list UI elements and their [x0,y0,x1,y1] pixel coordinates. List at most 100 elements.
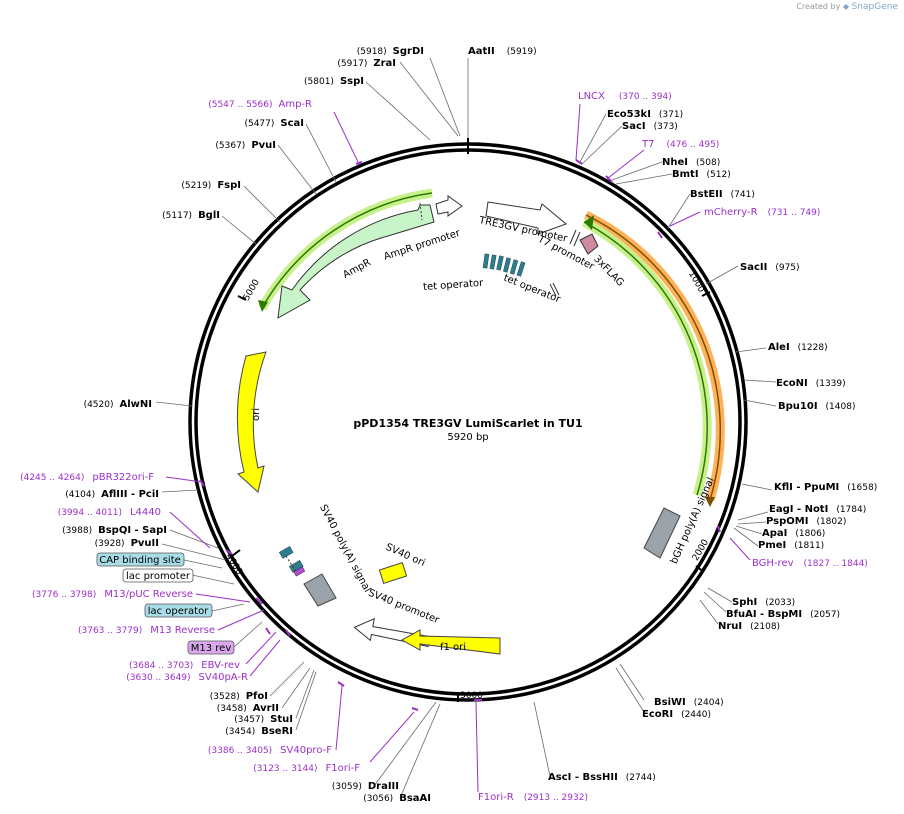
primer-f1ori-r[interactable]: F1ori-R(2913 .. 2932) [478,792,588,803]
primer-bgh-rev[interactable]: BGH-rev(1827 .. 1844) [752,558,868,569]
site-fspi[interactable]: (5219)FspI [181,180,241,191]
site-bfuai-bspmi[interactable]: BfuAI - BspMI(2057) [726,609,840,620]
site-aatii[interactable]: AatII(5919) [468,46,537,57]
credit-prefix: Created by [796,2,841,11]
site-econi[interactable]: EcoNI(1339) [776,378,846,389]
3xflag-marker [579,233,599,255]
tag-m13-rev[interactable] [187,640,235,655]
site-bsiwi[interactable]: BsiWI(2404) [654,697,724,708]
site-pvui[interactable]: (5367)PvuI [215,140,276,151]
site-bgli[interactable]: (5117)BglI [162,210,220,221]
tet-operator-block [482,253,526,277]
site-sphi[interactable]: SphI(2033) [732,597,795,608]
primer-sv40pro-f[interactable]: (3386 .. 3405)SV40pro-F [208,745,332,756]
primer-mcherry-r[interactable]: mCherry-R(731 .. 749) [704,207,820,218]
plasmid-size: 5920 bp [447,432,488,443]
primer-l4440[interactable]: (3994 .. 4011)L4440 [58,507,161,518]
site-bseri[interactable]: (3454)BseRI [225,726,293,737]
site-scai[interactable]: (5477)ScaI [244,118,304,129]
primer-ebv-rev[interactable]: (3684 .. 3703)EBV-rev [129,660,240,671]
site-kfli-ppumi[interactable]: KflI - PpuMI(1658) [774,482,877,493]
site-draiii[interactable]: (3059)DraIII [332,781,399,792]
ori-arrow [236,351,267,493]
ampr-arrow-divider [419,202,423,221]
plasmid-name: pPD1354 TRE3GV LumiScarlet in TU1 [353,417,582,430]
bgh-polya-marker [643,507,681,559]
ampr-outer-arc-line [261,192,433,309]
primer-m13-reverse[interactable]: (3763 .. 3779)M13 Reverse [78,625,215,636]
primer-marks [199,159,721,711]
site-eco53ki[interactable]: Eco53kI(371) [607,109,683,120]
site-avrii[interactable]: (3458)AvrII [217,703,279,714]
site-saci[interactable]: SacI(373) [622,121,678,132]
sv40-ori-block [378,562,408,584]
ampr-outer-arrowhead [258,300,268,312]
site-sgrdi[interactable]: (5918)SgrDI [357,46,424,57]
tag-cap-binding-site[interactable] [96,552,185,567]
site-leader-lines [155,57,777,799]
tag-lac-promoter-label: lac promoter [126,571,191,582]
mcherry-arc-line [585,214,721,501]
tick-label-3000: 3000 [460,691,483,701]
tag-cap-binding-site-label: CAP binding site [99,555,181,566]
feature-label-tet-operator-1: tet operator [423,278,485,293]
site-pspomi[interactable]: PspOMI(1802) [766,516,846,527]
primer-t7[interactable]: T7(476 .. 495) [641,139,719,150]
site-bmti[interactable]: BmtI(512) [672,169,731,180]
site-afliii-pcii[interactable]: (4104)AflIII - PciI [65,489,159,500]
mcherry-arrowhead [705,497,715,507]
site-ecori[interactable]: EcoRI(2440) [642,709,711,720]
tick-label-4000: 4000 [223,552,244,577]
t7-promoter-mark [569,229,577,245]
tet-operator-mark [549,283,557,297]
primer-f1ori-f[interactable]: (3123 .. 3144)F1ori-F [253,763,360,774]
tre3gv-promoter-arrow [485,201,567,235]
site-bsteii[interactable]: BstEII(741) [690,189,755,200]
m13-rev-mark [293,566,306,577]
site-eagi-noti[interactable]: EagI - NotI(1784) [769,504,866,515]
site-nhei[interactable]: NheI(508) [662,157,720,168]
feature-label-ampr: AmpR [341,257,373,281]
primer-amp-r[interactable]: (5547 .. 5566)Amp-R [208,99,312,110]
feature-tags: CAP binding site lac promoter lac operat… [96,552,263,655]
tag-lac-promoter[interactable] [122,568,194,583]
lumiscarlet-arrowhead [584,215,594,230]
lumiscarlet-arc-line [583,221,708,496]
site-bpu10i[interactable]: Bpu10I(1408) [778,401,855,412]
feature-label-f1-ori: f1 ori [440,642,466,653]
primer-m13-puc-reverse[interactable]: (3776 .. 3798)M13/pUC Reverse [32,589,193,600]
feature-label-3xflag: 3xFLAG [591,254,625,289]
primer-lncx[interactable]: LNCX(370 .. 394) [578,91,672,102]
site-zrai[interactable]: (5917)ZraI [337,58,396,69]
primer-pbr322ori-f[interactable]: (4245 .. 4264)pBR322ori-F [20,472,154,483]
feature-label-sv40-ori: SV40 ori [384,542,427,569]
site-sacii[interactable]: SacII(975) [740,262,800,273]
site-sspi[interactable]: (5801)SspI [304,76,364,87]
ampr-promoter-arrow [435,195,463,217]
primer-leader-lines [165,103,751,793]
primers: (5547 .. 5566)Amp-R LNCX(370 .. 394) T7(… [20,91,868,803]
site-alwni[interactable]: (4520)AlwNI [84,399,152,410]
feature-label-ori: ori [251,408,262,421]
site-alei[interactable]: AleI(1228) [768,342,828,353]
site-pmei[interactable]: PmeI(1811) [758,540,824,551]
site-asci-bsshii[interactable]: AscI - BssHII(2744) [548,772,656,783]
restriction-sites: (5918)SgrDI (5917)ZraI AatII(5919) (5801… [62,46,877,804]
tick-label-5000: 5000 [242,278,262,303]
tag-m13-rev-label: M13 rev [191,643,232,654]
site-pfoi[interactable]: (3528)PfoI [210,691,268,702]
feature-label-tet-operator-2: tet operator [502,273,563,306]
sv40-polya-marker [303,573,337,607]
tag-lac-operator-label: lac operator [148,606,209,617]
f1-ori-arrow [400,629,501,655]
site-stui[interactable]: (3457)StuI [234,714,293,725]
site-nrui[interactable]: NruI(2108) [718,621,780,632]
snapgene-credit: Created by ◆ SnapGene [796,2,898,12]
tag-lac-operator[interactable] [144,603,213,618]
site-apai[interactable]: ApaI(1806) [762,528,825,539]
site-bsaai[interactable]: (3056)BsaAI [363,793,431,804]
site-bspqi-sapi[interactable]: (3988)BspQI - SapI [62,525,167,536]
primer-sv40pa-r[interactable]: (3630 .. 3649)SV40pA-R [126,672,248,683]
site-pvuii[interactable]: (3928)PvuII [95,538,159,549]
ampr-arrow [277,204,435,319]
